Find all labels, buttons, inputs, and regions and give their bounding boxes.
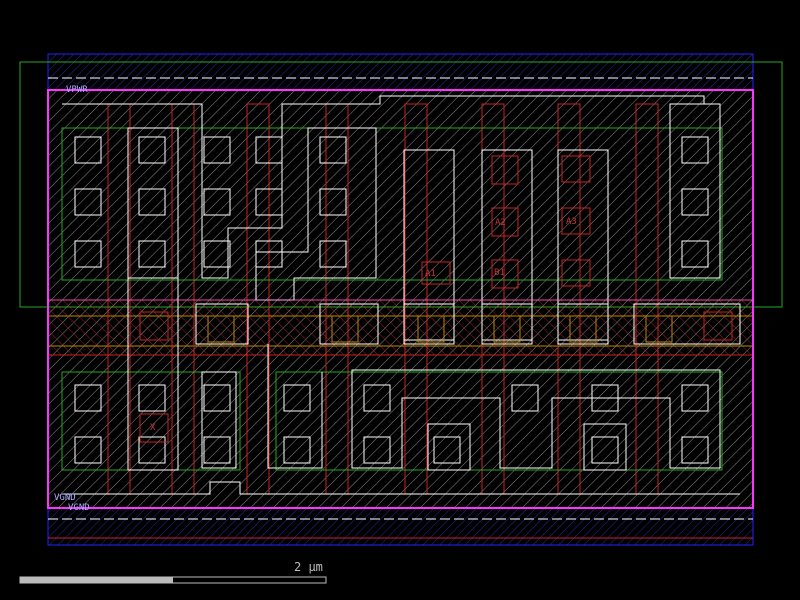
bottom-power-rail <box>48 508 753 545</box>
vpwr-label: VPWR <box>66 85 88 95</box>
pin-label-a3: A3 <box>566 217 577 227</box>
cell-body <box>48 90 753 508</box>
scale-bar: 2 µm <box>20 560 326 583</box>
pin-label-x: X <box>150 423 156 433</box>
pin-label-a2: A2 <box>495 218 506 228</box>
scale-bar-label: 2 µm <box>294 560 323 574</box>
pin-label-a1: A1 <box>425 269 436 279</box>
poly-band-fill <box>48 300 753 355</box>
vgnd-label: VGND <box>54 493 76 503</box>
poly-band <box>48 300 753 355</box>
pin-label-b1: B1 <box>494 268 505 278</box>
vgnd-alt-label: VGND <box>68 503 90 513</box>
top-power-rail <box>48 54 753 90</box>
scale-bar-fill <box>20 577 173 583</box>
